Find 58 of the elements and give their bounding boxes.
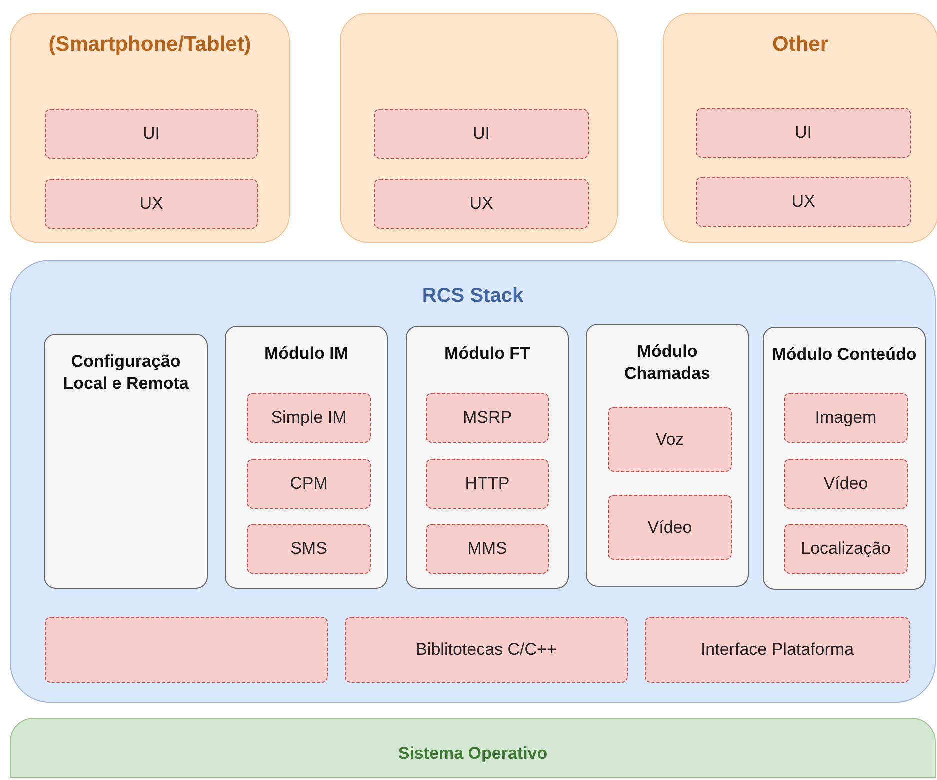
panel-title: Módulo Conteúdo	[772, 345, 917, 364]
module-panel	[225, 326, 388, 589]
component-box	[784, 524, 908, 574]
module-panel	[763, 327, 926, 590]
component-box	[645, 617, 910, 683]
component-box	[247, 393, 371, 443]
component-box	[45, 109, 258, 159]
box-label: MSRP	[462, 407, 512, 430]
component-box	[374, 179, 589, 229]
module-panel	[586, 324, 749, 587]
box-label: Biblitotecas C/C++	[416, 639, 557, 662]
panel-title: RCS Stack	[422, 285, 524, 307]
os-bar	[10, 718, 936, 778]
component-box	[45, 617, 328, 683]
component-box	[696, 108, 911, 158]
box-label: CPM	[290, 473, 328, 496]
box-label: Vídeo	[648, 516, 692, 539]
box-label: UI	[795, 122, 812, 144]
panel-title: (Smartphone/Tablet)	[48, 33, 252, 56]
component-box	[426, 393, 549, 443]
box-label: Localização	[801, 538, 891, 560]
box-label: MMS	[468, 538, 508, 560]
component-box	[426, 459, 549, 509]
platform-panel	[340, 13, 618, 243]
panel-title: Other	[772, 33, 828, 56]
box-label: Simple IM	[271, 407, 347, 430]
component-box	[784, 459, 908, 509]
panel-title: Sistema Operativo	[398, 744, 548, 763]
module-panel	[44, 334, 208, 589]
box-label: UI	[473, 123, 490, 146]
panel-title: Módulo IM	[264, 344, 349, 363]
component-box	[374, 109, 589, 159]
box-label: Imagem	[815, 407, 877, 430]
module-panel	[406, 326, 569, 589]
box-label: UI	[143, 123, 160, 146]
stack-panel	[10, 260, 936, 703]
component-box	[608, 407, 732, 472]
component-box	[608, 495, 732, 560]
platform-panel	[663, 13, 937, 243]
component-box	[45, 179, 258, 229]
box-label: Vídeo	[824, 473, 868, 496]
component-box	[247, 459, 371, 509]
component-box	[247, 524, 371, 574]
component-box	[696, 177, 911, 227]
platform-panel	[10, 13, 290, 243]
box-label: HTTP	[465, 473, 510, 496]
component-box	[345, 617, 628, 683]
box-label: Interface Plataforma	[700, 639, 854, 662]
box-label: UX	[140, 193, 164, 216]
box-label: UX	[470, 193, 494, 216]
component-box	[426, 524, 549, 574]
box-label: Voz	[656, 428, 684, 451]
box-label: UX	[792, 191, 816, 214]
panel-title: Módulo FT	[444, 344, 530, 363]
component-box	[784, 393, 908, 443]
panel-title: Módulo Chamadas	[624, 342, 710, 383]
box-label: SMS	[290, 538, 328, 560]
panel-title: Configuração Local e Remota	[63, 352, 189, 393]
